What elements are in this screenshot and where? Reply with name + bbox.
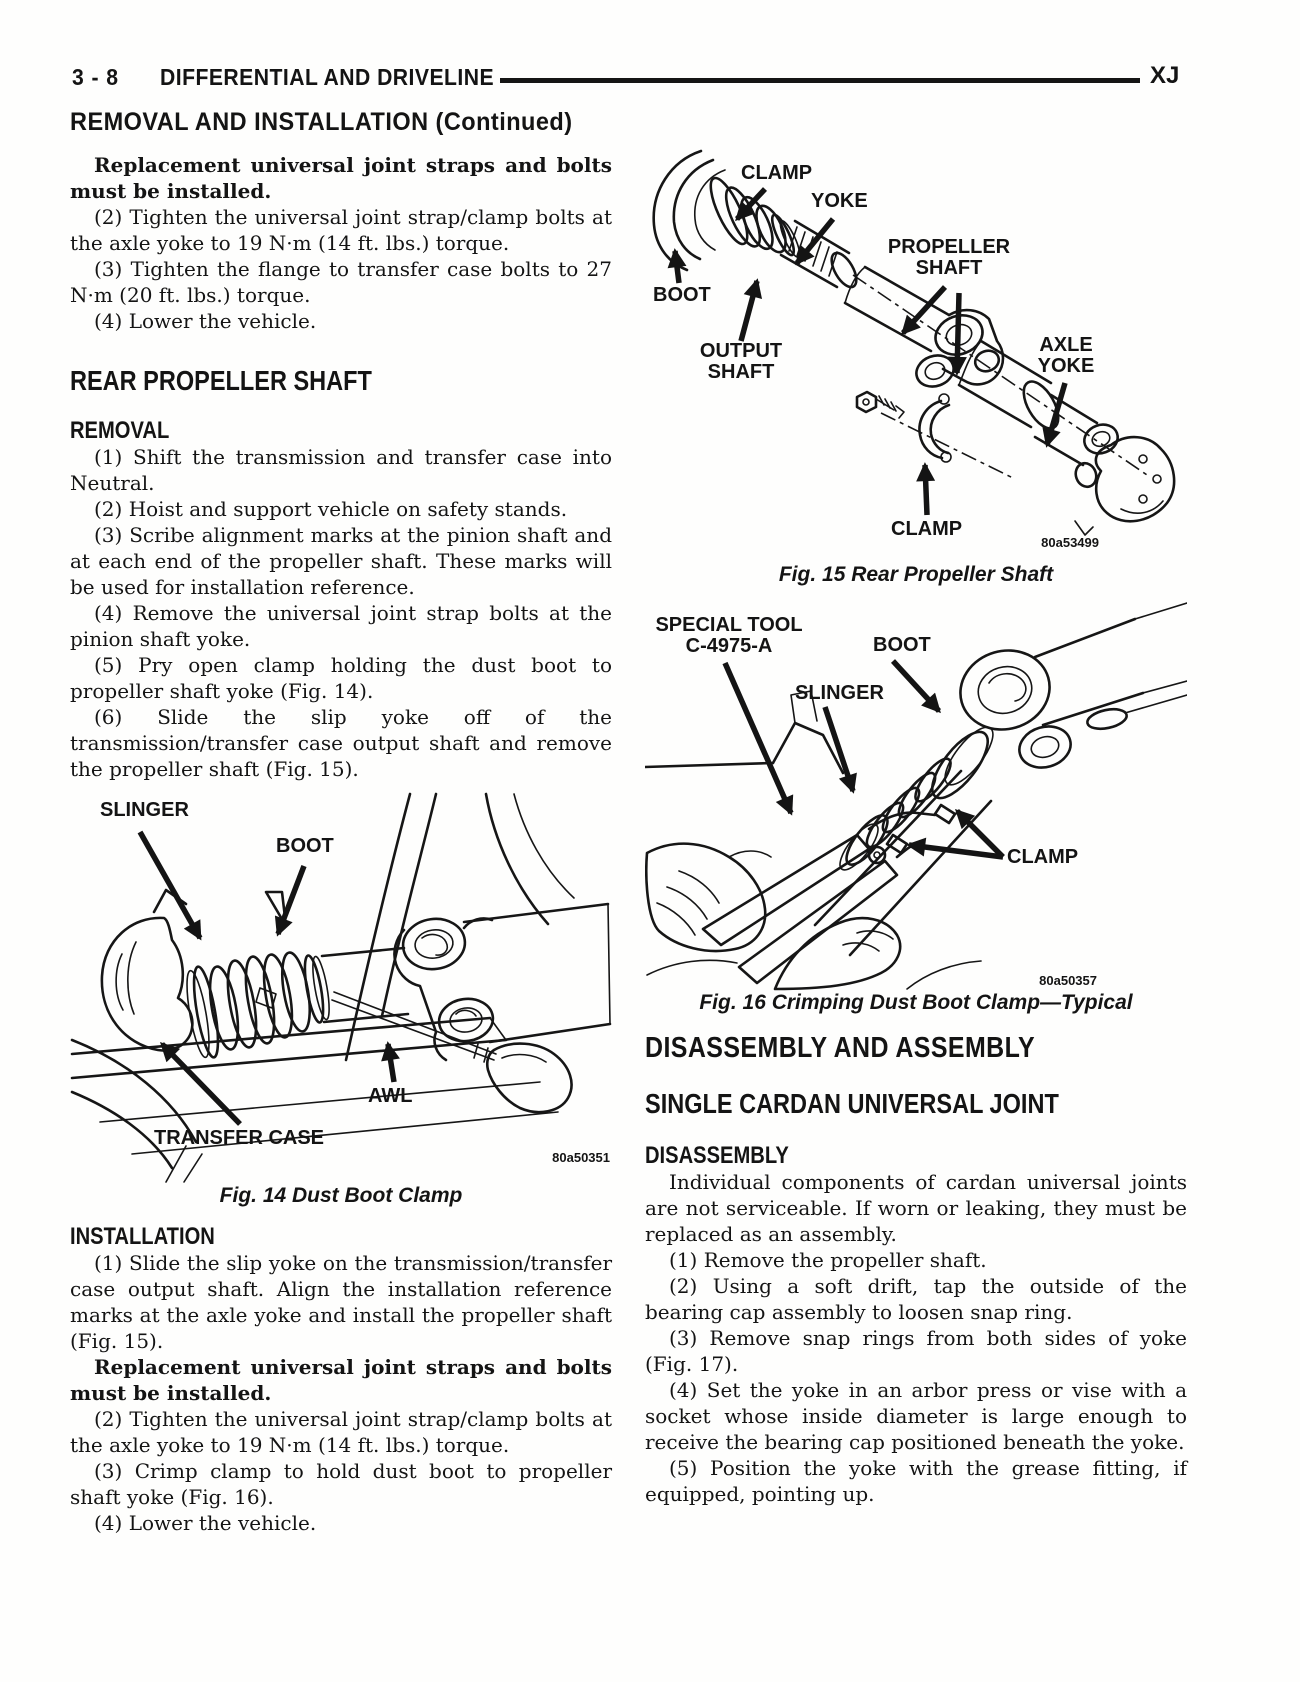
- step: (1) Shift the transmission and transfer …: [70, 445, 612, 495]
- figure-label-clamp: CLAMP: [741, 162, 813, 184]
- figure-16-caption: Fig. 16 Crimping Dust Boot Clamp—Typical: [699, 991, 1133, 1014]
- step: (4) Lower the vehicle.: [94, 309, 317, 333]
- note-straps-2: Replacement universal joint straps and b…: [70, 1355, 612, 1405]
- right-column: CLAMP YOKE PROPELLER SHAFT BOOT OUTPUT S…: [645, 145, 1187, 1507]
- figure-label-transfer-case: TRANSFER CASE: [154, 1127, 325, 1149]
- removal-heading: REMOVAL: [70, 417, 170, 444]
- step: (6) Slide the slip yoke off of the trans…: [70, 705, 612, 781]
- model-code: XJ: [1150, 62, 1180, 89]
- figure-14-line-art: [70, 792, 612, 1183]
- single-cardan-heading: SINGLE CARDAN UNIVERSAL JOINT: [645, 1088, 1059, 1119]
- step: (2) Tighten the universal joint strap/cl…: [70, 205, 612, 255]
- step: (3) Tighten the flange to transfer case …: [70, 257, 612, 307]
- figure-label-axle-yoke: AXLE YOKE: [1037, 334, 1095, 377]
- note-straps: Replacement universal joint straps and b…: [70, 153, 612, 203]
- figure-label-awl: AWL: [368, 1085, 413, 1107]
- left-column: Replacement universal joint straps and b…: [70, 152, 612, 1536]
- continued-heading: REMOVAL AND INSTALLATION (Continued): [70, 108, 573, 136]
- figure-code: 80a50351: [552, 1150, 610, 1165]
- figure-16-crimping-dust-boot-clamp: SPECIAL TOOL C-4975-A BOOT SLINGER CLAMP…: [645, 595, 1187, 991]
- step: (2) Tighten the universal joint strap/cl…: [70, 1407, 612, 1457]
- header-rule: [500, 78, 1140, 83]
- paragraph-disassembly-intro: Individual components of cardan universa…: [645, 1170, 1187, 1246]
- step: (1) Slide the slip yoke on the transmiss…: [70, 1251, 612, 1353]
- step: (3) Crimp clamp to hold dust boot to pro…: [70, 1459, 612, 1509]
- figure-code: 80a53499: [1041, 535, 1099, 550]
- step: (5) Position the yoke with the grease fi…: [645, 1456, 1187, 1506]
- rear-propeller-shaft-heading: REAR PROPELLER SHAFT: [70, 365, 372, 396]
- figure-label-yoke: YOKE: [811, 190, 868, 212]
- step: (2) Using a soft drift, tap the outside …: [645, 1274, 1187, 1324]
- figure-15-line-art: [652, 149, 1176, 536]
- step: (4) Lower the vehicle.: [94, 1511, 317, 1535]
- step: (4) Set the yoke in an arbor press or vi…: [645, 1378, 1187, 1454]
- figure-label-output-shaft: OUTPUT SHAFT: [699, 340, 783, 383]
- figure-14-caption: Fig. 14 Dust Boot Clamp: [219, 1184, 463, 1207]
- figure-label-boot: BOOT: [276, 835, 334, 857]
- figure-label-propeller-shaft: PROPELLER SHAFT: [887, 236, 1011, 279]
- step: (5) Pry open clamp holding the dust boot…: [70, 653, 612, 703]
- step: (2) Hoist and support vehicle on safety …: [94, 497, 568, 521]
- figure-code: 80a50357: [1039, 973, 1097, 988]
- figure-label-boot: BOOT: [873, 634, 931, 656]
- installation-heading: INSTALLATION: [70, 1223, 215, 1250]
- figure-label-slinger: SLINGER: [795, 682, 884, 704]
- step: (1) Remove the propeller shaft.: [669, 1248, 987, 1272]
- step: (3) Scribe alignment marks at the pinion…: [70, 523, 612, 599]
- figure-label-boot: BOOT: [653, 284, 711, 306]
- figure-14-dust-boot-clamp: SLINGER BOOT AWL TRANSFER CASE 80a50351: [70, 792, 612, 1184]
- step: (3) Remove snap rings from both sides of…: [645, 1326, 1187, 1376]
- figure-label-slinger: SLINGER: [100, 799, 189, 821]
- figure-label-clamp-bottom: CLAMP: [891, 518, 963, 540]
- figure-label-clamp: CLAMP: [1007, 846, 1079, 868]
- page-number: 3 - 8: [72, 64, 119, 90]
- step: (4) Remove the universal joint strap bol…: [70, 601, 612, 651]
- figure-label-special-tool: SPECIAL TOOL C-4975-A: [655, 614, 803, 657]
- section-title: DIFFERENTIAL AND DRIVELINE: [160, 64, 495, 90]
- figure-16-line-art: [645, 602, 1187, 991]
- disassembly-heading: DISASSEMBLY: [645, 1142, 789, 1169]
- figure-15-rear-propeller-shaft: CLAMP YOKE PROPELLER SHAFT BOOT OUTPUT S…: [645, 145, 1187, 563]
- disassembly-assembly-heading: DISASSEMBLY AND ASSEMBLY: [645, 1032, 1036, 1064]
- figure-15-caption: Fig. 15 Rear Propeller Shaft: [778, 563, 1054, 586]
